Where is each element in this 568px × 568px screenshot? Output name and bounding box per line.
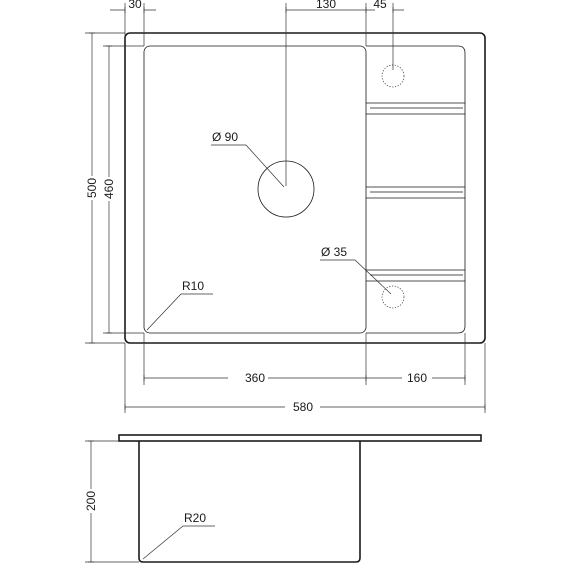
sink-outer-rim: [124, 32, 486, 344]
drain-leader: [211, 144, 285, 188]
drainer-ribs: [366, 102, 465, 282]
bowl-height-label-group: 460: [102, 177, 116, 201]
tap-hole-bottom: [381, 285, 405, 309]
top-dimensions: 30 130 45: [110, 0, 404, 186]
section-view: 200 R20: [84, 434, 482, 563]
edge-offset-label: 30: [128, 0, 142, 11]
tap-hole-diameter-label: Ø 35: [321, 245, 347, 259]
bowl-radius-label: R10: [182, 279, 204, 293]
bowl-width-label: 360: [245, 371, 265, 385]
bowl-radius-leader: [146, 293, 213, 331]
plan-view: Ø 90 Ø 35 R10: [124, 32, 486, 344]
drain-offset-label: 130: [316, 0, 336, 11]
section-rim: [118, 434, 482, 442]
outer-height-label-group: 500: [85, 176, 99, 200]
tap-hole-leader: [320, 259, 392, 295]
bowl-height-label: 460: [102, 179, 116, 199]
depth-label: 200: [84, 491, 98, 511]
sink-bowl-outline: [143, 45, 367, 334]
depth-label-group: 200: [84, 489, 98, 513]
drainer-width-label: 160: [407, 371, 427, 385]
outer-height-label: 500: [85, 178, 99, 198]
drainer-outline: [366, 45, 466, 334]
depth-radius-leader: [142, 525, 215, 560]
overall-width-label: 580: [293, 400, 313, 414]
bottom-dimensions: 360 160 580: [124, 333, 486, 414]
side-dimensions: 500 460: [85, 32, 144, 344]
tap-offset-label: 45: [373, 0, 387, 11]
drain-diameter-label: Ø 90: [212, 130, 238, 144]
depth-radius-label: R20: [184, 511, 206, 525]
section-bowl-profile: [138, 441, 361, 563]
